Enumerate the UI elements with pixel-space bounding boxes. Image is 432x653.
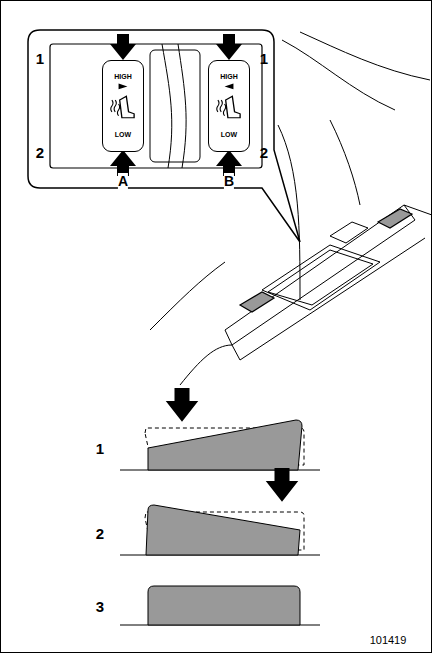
- switch-location: [240, 209, 412, 312]
- switch-setting: HIGH: [209, 73, 249, 81]
- switch-profile: [120, 586, 320, 625]
- switch-panel: [50, 44, 262, 168]
- switch-setting: LOW: [209, 131, 249, 139]
- switch-setting: HIGH: [103, 73, 143, 81]
- switch-letter: A: [118, 173, 128, 189]
- switch-profile: [120, 468, 320, 555]
- switch-setting: LOW: [103, 131, 143, 139]
- cable: [162, 44, 186, 168]
- heater-switch: HIGH LOW: [208, 60, 250, 152]
- center-panel: [150, 50, 200, 162]
- callout-number: 1: [96, 440, 104, 457]
- callout-number: 2: [260, 144, 268, 161]
- figure-number: 101419: [370, 634, 407, 646]
- press-arrow: [110, 34, 136, 60]
- callout-box: [28, 30, 300, 242]
- callout-number: 2: [96, 525, 104, 542]
- press-arrow: [216, 34, 242, 60]
- callout-number: 2: [36, 144, 44, 161]
- callout-number: 1: [36, 50, 44, 67]
- callout-number: 1: [260, 50, 268, 67]
- switch-letter: B: [224, 173, 234, 189]
- callout-number: 3: [96, 598, 104, 615]
- switch-profile: [120, 388, 320, 470]
- heater-switch: HIGH LOW: [102, 60, 144, 152]
